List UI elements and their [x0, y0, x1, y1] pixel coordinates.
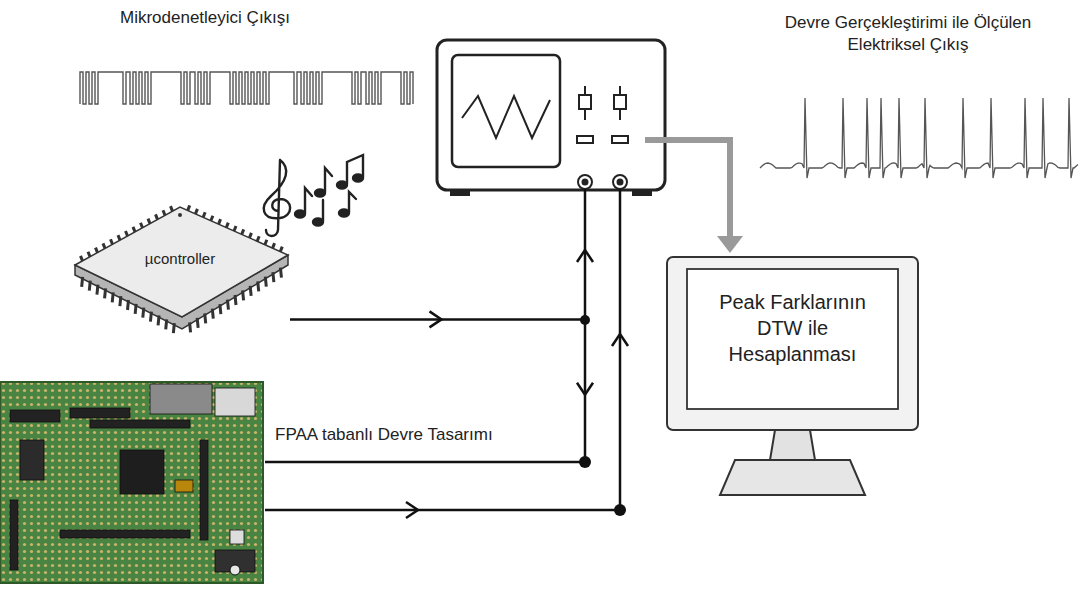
node-text: Peak Farklarının DTW ile Hesaplanması: [705, 289, 880, 367]
chip-pin: [226, 223, 228, 228]
board-component: [20, 440, 44, 480]
chip-pin: [171, 206, 173, 211]
chip-pin: [163, 210, 165, 215]
board-component: [60, 530, 190, 538]
board-component: [175, 480, 193, 492]
chip-pin: [143, 308, 144, 318]
spike-signal: [760, 98, 1078, 178]
label-slot: Devre Gerçekleştirimi ile Ölçülen Elektr…: [777, 12, 1039, 56]
chip-pin: [135, 304, 136, 314]
chip-pin: [258, 281, 259, 291]
chip-pin: [234, 226, 236, 231]
board-component: [10, 410, 60, 422]
chip-pin: [220, 304, 221, 314]
music-notes: [264, 155, 363, 236]
chip-pin: [227, 300, 228, 310]
chip-pin: [81, 256, 83, 261]
chip-pin: [128, 300, 129, 310]
chip-pin: [166, 319, 167, 329]
chip-pin: [242, 229, 244, 234]
chip-dot: [178, 213, 182, 217]
chip-pin: [97, 285, 98, 295]
chip-pin: [158, 315, 159, 325]
node-outline: [70, 205, 290, 335]
arrow-head: [577, 383, 593, 395]
node-text: FPAA tabanlı Devre Tasarımı: [272, 424, 496, 446]
chip-pin: [148, 219, 150, 224]
chip-pin: [190, 322, 191, 332]
arrow-head: [430, 311, 442, 327]
chip-pin: [126, 231, 128, 236]
chip-pin: [89, 281, 90, 291]
chip-pin: [280, 247, 282, 252]
chip-pin: [118, 235, 120, 240]
chip-pin: [120, 296, 121, 306]
board-led: [230, 565, 240, 575]
chip-pin: [243, 290, 244, 300]
board-component: [10, 500, 18, 570]
chip-pin: [265, 240, 267, 245]
monitor-frame: [667, 257, 918, 430]
chip-pin: [88, 252, 90, 257]
board-component: [215, 388, 255, 416]
chip-pin: [111, 239, 113, 244]
microcontroller-chip: µcontroller: [70, 205, 290, 335]
computer-monitor: Peak Farklarının DTW ile Hesaplanması: [665, 255, 920, 505]
chip-pin: [250, 286, 251, 296]
board-component: [230, 530, 244, 544]
signal-wire: [265, 319, 585, 462]
chip-pin: [150, 312, 151, 322]
chip-pin: [197, 318, 198, 328]
node-text: µcontroller: [128, 249, 232, 269]
signal-caption: Mikrodenetleyici Çıkışı: [120, 7, 400, 29]
chip-pin: [219, 219, 221, 224]
chip-pin: [173, 323, 174, 333]
square-wave: [80, 72, 413, 104]
board-component: [120, 450, 164, 494]
chip-pin: [188, 205, 190, 210]
grey-arrow: [645, 140, 743, 253]
chip-pin: [257, 236, 259, 241]
chip-pin: [265, 277, 266, 287]
chip-pin: [273, 272, 274, 282]
chip-pin: [249, 233, 251, 238]
board-pcb: [0, 382, 263, 583]
chip-pin: [133, 227, 135, 232]
monitor-base: [720, 460, 865, 495]
chip-pin: [235, 295, 236, 305]
chip-pin: [82, 277, 83, 287]
board-component: [90, 420, 190, 428]
chip-pin: [141, 223, 143, 228]
monitor-neck: [770, 430, 815, 460]
chip-pin: [96, 248, 98, 253]
fpaa-board: FPAA tabanlı Devre Tasarımı: [0, 380, 265, 585]
node-outline: [0, 380, 265, 585]
board-component: [200, 440, 208, 540]
wires: [265, 189, 628, 518]
chip-pin: [112, 292, 113, 302]
chip-pin: [203, 212, 205, 217]
chip-pin: [273, 243, 275, 248]
chip-pin: [105, 288, 106, 298]
chip-pin: [280, 268, 281, 278]
chip-pin: [212, 309, 213, 319]
signal-caption: Devre Gerçekleştirimi ile Ölçülen Elektr…: [777, 12, 1039, 56]
chip-pin: [205, 313, 206, 323]
chip-pin: [195, 209, 197, 214]
board-component: [150, 384, 212, 414]
chip-top: [75, 207, 288, 317]
chip-pin: [211, 216, 213, 221]
chip-pin: [156, 214, 158, 219]
oscilloscope: [437, 40, 665, 196]
monitor-screen: [687, 269, 898, 409]
label-slot: Mikrodenetleyici Çıkışı: [120, 7, 400, 29]
board-component: [70, 408, 130, 418]
chip-pin: [103, 243, 105, 248]
